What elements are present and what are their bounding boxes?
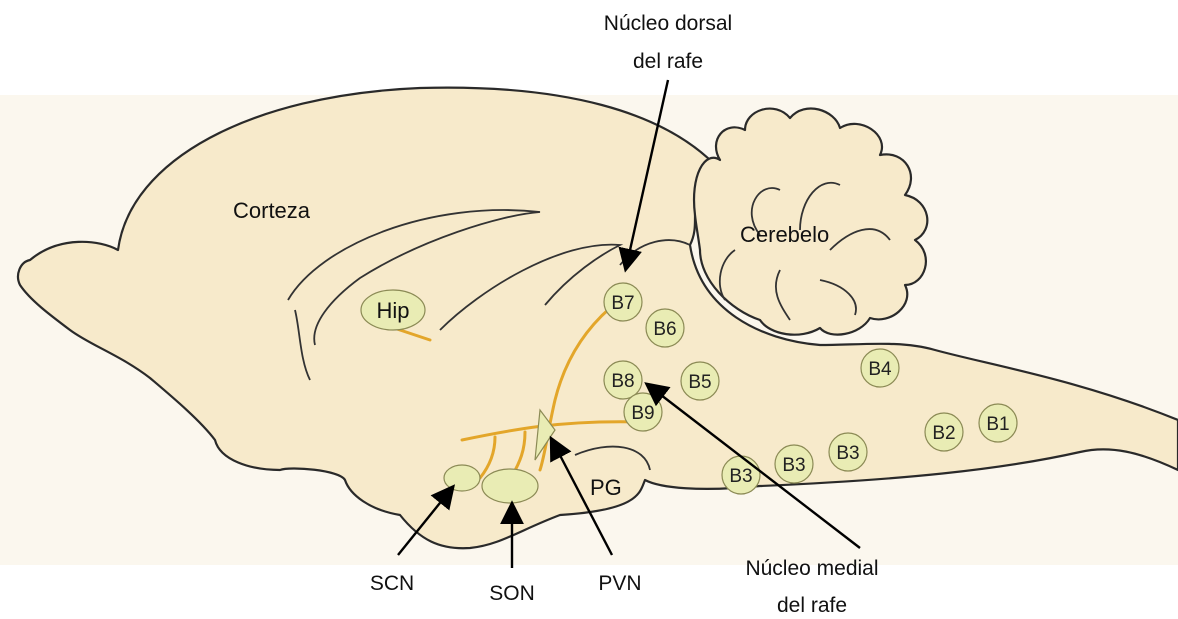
nucleus-b5-label: B5 xyxy=(688,372,711,393)
nucleus-b1-label: B1 xyxy=(986,414,1009,435)
nucleus-b9-label: B9 xyxy=(631,403,654,424)
dorsal-raphe-label-line2: del rafe xyxy=(633,50,703,73)
nucleus-b2-label: B2 xyxy=(932,423,955,444)
scn-nucleus xyxy=(444,465,480,491)
cerebellum-label: Cerebelo xyxy=(740,222,829,247)
pvn-label: PVN xyxy=(598,572,641,595)
nucleus-b8-label: B8 xyxy=(611,371,634,392)
nucleus-b6-label: B6 xyxy=(653,319,676,340)
dorsal-raphe-label-line1: Núcleo dorsal xyxy=(604,12,732,35)
nucleus-b3-third-label: B3 xyxy=(836,443,859,464)
scn-label: SCN xyxy=(370,572,414,595)
medial-raphe-label-line1: Núcleo medial xyxy=(745,557,878,580)
hippocampus-label: Hip xyxy=(376,298,409,323)
nucleus-b7-label: B7 xyxy=(611,293,634,314)
medial-raphe-label-line2: del rafe xyxy=(777,594,847,617)
son-nucleus xyxy=(482,469,538,503)
son-label: SON xyxy=(489,582,535,605)
nucleus-b3-second-label: B3 xyxy=(782,455,805,476)
nucleus-b3-first-label: B3 xyxy=(729,466,752,487)
cortex-label: Corteza xyxy=(233,198,311,223)
nucleus-b4-label: B4 xyxy=(868,359,892,380)
pituitary-label: PG xyxy=(590,475,622,500)
